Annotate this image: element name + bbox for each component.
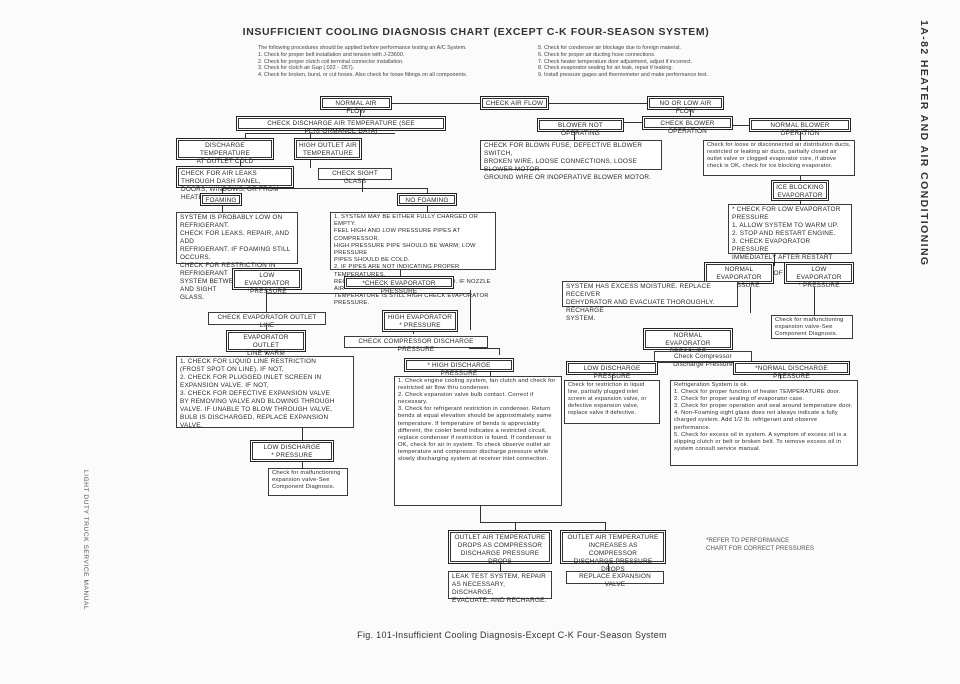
malfunction-left-box: Check for malfunctioning expansion valve… xyxy=(268,468,348,496)
low-evap-pressure-left-box: LOW EVAPORATOR *PRESSURE xyxy=(232,268,302,295)
figure-caption: Fig. 101-Insufficient Cooling Diagnosis-… xyxy=(357,630,667,640)
no-low-air-flow-box: NO OR LOW AIR FLOW xyxy=(647,96,724,115)
leak-test-box: LEAK TEST SYSTEM, REPAIR AS NECESSARY, D… xyxy=(448,571,552,604)
refrigeration-ok-box: Refrigeration System is ok. 1. Check for… xyxy=(670,380,858,466)
foaming-box: FOAMING xyxy=(200,193,242,206)
evap-outlet-warm-box: EVAPORATOR OUTLET LINE WARM xyxy=(226,330,306,357)
normal-evap-pressure2-box: NORMAL EVAPORATOR PRESSURE xyxy=(643,328,733,355)
outlet-increases-box: OUTLET AIR TEMPERATURE INCREASES AS COMP… xyxy=(560,530,666,573)
high-discharge-box: * HIGH DISCHARGE PRESSURE xyxy=(404,358,514,377)
low-evap-pressure-right-box: LOW EVAPORATOR * PRESSURE xyxy=(784,262,854,289)
footnote: *REFER TO PERFORMANCE CHART FOR CORRECT … xyxy=(706,537,814,552)
normal-air-flow-box: NORMAL AIR FLOW xyxy=(320,96,392,115)
high-outlet-temp-box: HIGH OUTLET AIR TEMPERATURE xyxy=(294,138,362,160)
system-fully-charged-box: 1. SYSTEM MAY BE EITHER FULLY CHARGED OR… xyxy=(330,212,496,306)
check-blower-operation-box: CHECK BLOWER OPERATION xyxy=(642,116,733,135)
check-evap-outlet-box: CHECK EVAPORATOR OUTLET LINE xyxy=(208,312,326,329)
blower-not-operating-box: BLOWER NOT OPERATING xyxy=(537,118,624,137)
low-discharge2-box: LOW DISCHARGE * PRESSURE xyxy=(250,440,334,462)
high-evap-pressure-box: HIGH EVAPORATOR * PRESSURE xyxy=(382,310,458,332)
outlet-drops-box: OUTLET AIR TEMPERATURE DROPS AS COMPRESS… xyxy=(448,530,552,565)
check-evap-pressure-box: *CHECK EVAPORATOR PRESSURE xyxy=(344,276,454,295)
check-liquid-line-box: Check for restriction in liquid line, pa… xyxy=(564,380,660,424)
replace-expansion-box: REPLACE EXPANSION VALVE xyxy=(566,571,664,588)
intro-left: The following procedures should be appli… xyxy=(258,45,468,79)
normal-discharge-box: *NORMAL DISCHARGE PRESSURE xyxy=(733,361,850,380)
check-sight-glass-box: CHECK SIGHT GLASS xyxy=(318,168,392,185)
normal-blower-operation-box: NORMAL BLOWER OPERATION xyxy=(749,118,851,137)
system-low-box: SYSTEM IS PROBABLY LOW ON REFRIGERANT. C… xyxy=(176,212,298,301)
system-moisture-box: SYSTEM HAS EXCESS MOISTURE. REPLACE RECE… xyxy=(562,281,738,322)
check-blown-fuse-box: CHECK FOR BLOWN FUSE, DEFECTIVE BLOWER S… xyxy=(480,140,662,181)
check-low-evap-box: * CHECK FOR LOW EVAPORATOR PRESSURE 1. A… xyxy=(728,204,852,285)
check-compressor-discharge2-box: Check Compressor Discharge Pressure xyxy=(654,351,752,368)
intro-right: 5. Check for condenser air blockage due … xyxy=(538,45,708,79)
check-compressor-discharge-box: CHECK COMPRESSOR DISCHARGE PRESSURE xyxy=(344,336,488,353)
side-footer-left: LIGHT DUTY TRUCK SERVICE MANUAL xyxy=(82,470,89,611)
engine-cooling-box: 1. Check engine cooling system, fan clut… xyxy=(394,376,562,506)
check-air-leaks-box: CHECK FOR AIR LEAKS THROUGH DASH PANEL, … xyxy=(176,166,294,201)
ice-blocking-box: ICE BLOCKING EVAPORATOR xyxy=(771,180,829,201)
malfunction-right-box: Check for malfunctioning expansion valve… xyxy=(771,315,853,339)
liquid-restriction-box: 1. CHECK FOR LIQUID LINE RESTRICTION (FR… xyxy=(176,356,354,429)
chart-title: INSUFFICIENT COOLING DIAGNOSIS CHART (EX… xyxy=(242,26,710,38)
discharge-temp-cold-box: DISCHARGE TEMPERATURE AT OUTLET COLD xyxy=(176,138,274,165)
check-air-flow-box: CHECK AIR FLOW xyxy=(480,96,549,110)
side-header-right: 1A-82 HEATER AND AIR CONDITIONING xyxy=(918,20,930,267)
check-ducts-box: Check for loose or disconnected air dist… xyxy=(703,140,855,176)
check-discharge-temp-box: CHECK DISCHARGE AIR TEMPERATURE (SEE PER… xyxy=(236,116,446,135)
no-foaming-box: NO FOAMING xyxy=(397,193,457,206)
low-discharge-box: LOW DISCHARGE PRESSURE xyxy=(566,361,658,380)
